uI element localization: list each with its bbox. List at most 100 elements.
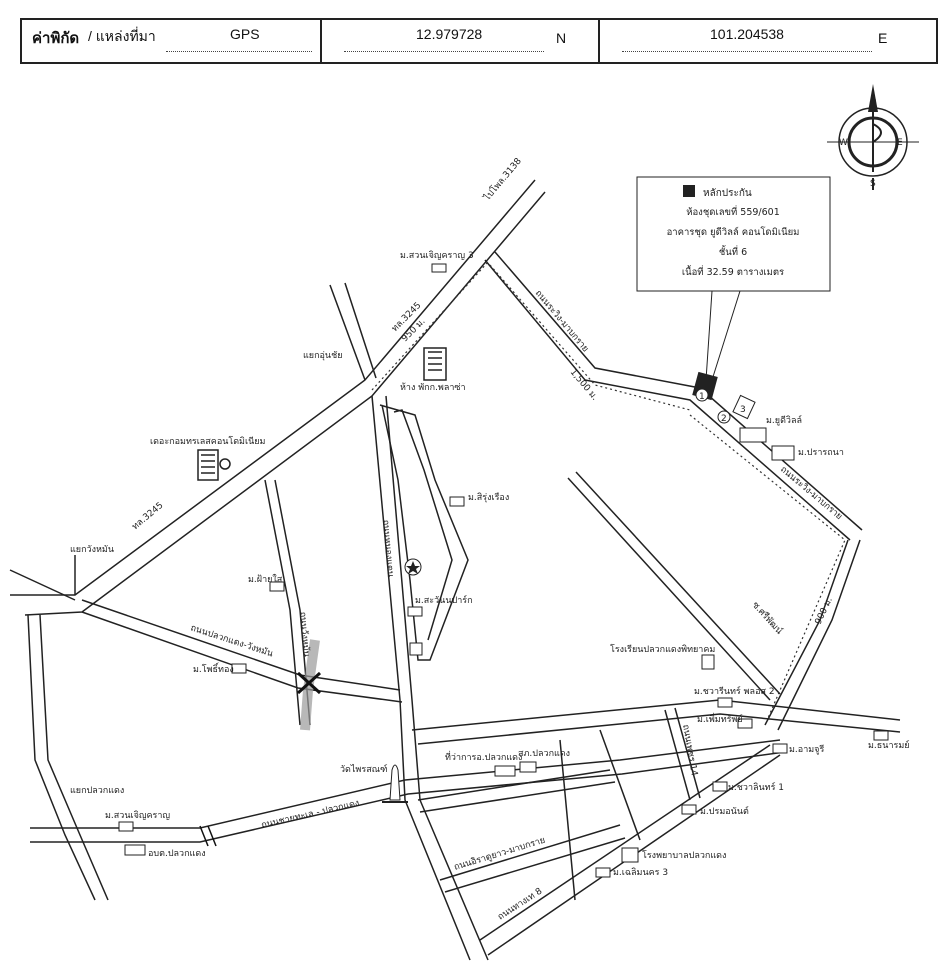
property-legend: หลักประกัน ห้องชุดเลขที่ 559/601 อาคารชุ… — [636, 176, 831, 381]
office-icon — [124, 844, 146, 856]
road-sukhumvit-edge — [30, 751, 786, 843]
compass-w: W — [839, 138, 848, 148]
label-yaek-wangman: แยกวังหมัน — [70, 545, 114, 555]
house-icon — [873, 730, 889, 741]
star-icon — [404, 558, 422, 576]
route-950m — [371, 261, 489, 391]
label-wangman-road: ถนนวังหมัน — [297, 611, 311, 657]
label-thanarom: ม.ธนารมย์ — [868, 739, 910, 751]
house-icon — [737, 718, 753, 729]
compass-icon: N S E W — [827, 84, 919, 190]
office-icon — [494, 765, 516, 777]
road-east-south-edge — [777, 539, 861, 731]
road-main-ns-edge — [385, 395, 489, 961]
label-pramon: ม.ปรมอนันต์ — [700, 805, 749, 817]
marker-1: 1 — [699, 392, 705, 402]
road-kasem-edge — [444, 837, 626, 893]
label-chalermnakorn: ม.เฉลิมนคร 3 — [613, 867, 668, 878]
road-network — [9, 179, 901, 961]
gps-coordinate-bar: ค่าพิกัด / แหล่งที่มา GPS 12.979728 N 10… — [20, 18, 938, 64]
collateral-swatch — [683, 185, 695, 197]
label-sawarin-1: ม.ชวาลินทร์ 1 — [728, 781, 784, 793]
subject-property: 1 2 3 — [692, 371, 756, 424]
road-southwest — [27, 614, 96, 901]
callout-pointer — [705, 290, 741, 381]
road-east-west — [411, 699, 901, 731]
temple-icon — [409, 642, 423, 656]
source-label: / แหล่งที่มา — [88, 28, 156, 44]
road-rawing-mabkrai — [484, 259, 851, 541]
school-icon — [701, 654, 715, 670]
label-rd-3245-b: ทล.3245 — [131, 501, 166, 533]
legend-line-4: เนื้อที่ 32.59 ตารางเมตร — [682, 265, 784, 278]
label-wat: วัดไพรสณฑ์ — [340, 763, 388, 775]
compass-s: S — [870, 179, 876, 189]
label-plaza: ห้าง พักก.พลาซ่า — [400, 382, 466, 393]
longitude-direction: E — [878, 30, 888, 46]
road-loop-inner — [393, 409, 453, 641]
label-yaek-pluak: แยกปลวกแดง — [70, 786, 124, 796]
road-main-ns — [371, 395, 471, 961]
compass-e: E — [897, 138, 903, 148]
road-east-south — [764, 539, 849, 726]
road-sripat-edge — [575, 471, 781, 695]
label-prathana: ม.ปรารถนา — [798, 448, 844, 458]
road-middle — [417, 769, 611, 801]
road-north-b — [344, 282, 377, 379]
house-icon — [717, 697, 733, 708]
road-west — [9, 569, 76, 601]
label-nongkla-road: ถนนหนองแตน — [380, 519, 395, 577]
latitude-cell: 12.979728 N — [322, 20, 600, 62]
legend-line-3: ชั้นที่ 6 — [719, 245, 747, 258]
road-north-a — [329, 284, 366, 381]
house-icon — [431, 263, 447, 273]
condo-icons — [197, 347, 447, 481]
marker-2: 2 — [721, 414, 727, 424]
latitude-direction: N — [556, 30, 567, 46]
route-900m — [689, 414, 846, 719]
label-phosri: ม.โพธิ์ทอง — [193, 662, 234, 675]
label-1500m: 1,500 ม. — [568, 368, 600, 403]
wat-icon — [382, 764, 408, 803]
road-kasem — [439, 824, 621, 881]
label-phemsap: ม.เพิ่มทรัพย์ — [697, 712, 743, 725]
creek — [300, 639, 320, 731]
label-yaek-yukchai: แยกอุ่นชัย — [303, 351, 342, 361]
label-the-green: เดอะกอมทรเลสคอนโดมิเนียม — [150, 436, 265, 447]
gps-source-cell: ค่าพิกัด / แหล่งที่มา GPS — [22, 20, 322, 62]
longitude-value: 101.204538 — [710, 26, 784, 42]
dotted-line — [344, 51, 544, 52]
dotted-line — [166, 51, 312, 52]
label-kasem-road: ถนนอิราดูยาว-มาบกราย — [453, 835, 547, 873]
hospital-icon — [621, 847, 639, 863]
road-east-west-edge — [417, 713, 901, 745]
road-3245-edge — [24, 191, 546, 616]
legend-title: หลักประกัน — [703, 188, 752, 199]
label-obt: อบต.ปลวกแดง — [148, 849, 206, 859]
road-sukhumvit — [30, 739, 781, 829]
house-icon — [712, 781, 728, 792]
label-amnuri: ม.อามจูรี — [789, 744, 824, 755]
label-suan-ng: ม.สวนเจิญคราญ — [105, 810, 170, 821]
house-icon — [681, 804, 697, 815]
house-icon — [771, 445, 795, 461]
marker-3: 3 — [740, 405, 746, 415]
label-rd-3138: ไปโพล.3138 — [481, 156, 524, 204]
label-fai-sai: ม.ฝ้ายใส — [248, 574, 283, 585]
police-icon — [519, 761, 537, 773]
legend-line-1: ห้องชุดเลขที่ 559/601 — [686, 205, 780, 218]
road-southeast — [479, 744, 771, 941]
label-ud-ville: ม.ยูดีวิลล์ — [766, 414, 802, 426]
road-middle-edge — [419, 781, 616, 813]
road-town-d — [674, 707, 701, 799]
label-rawing-road-1: ถนนระวิง-มาบกราย — [533, 288, 591, 354]
compass-n: N — [870, 99, 877, 109]
house-icon — [739, 427, 767, 443]
coordinate-label: ค่าพิกัด — [32, 30, 80, 47]
house-icon — [407, 606, 423, 617]
label-savanna: ม.สะวันนปาร์ก — [415, 594, 473, 606]
source-value: GPS — [230, 26, 260, 42]
route-lines — [371, 261, 846, 719]
label-district-office: ที่ว่าการอ.ปลวกแดง — [445, 750, 522, 763]
